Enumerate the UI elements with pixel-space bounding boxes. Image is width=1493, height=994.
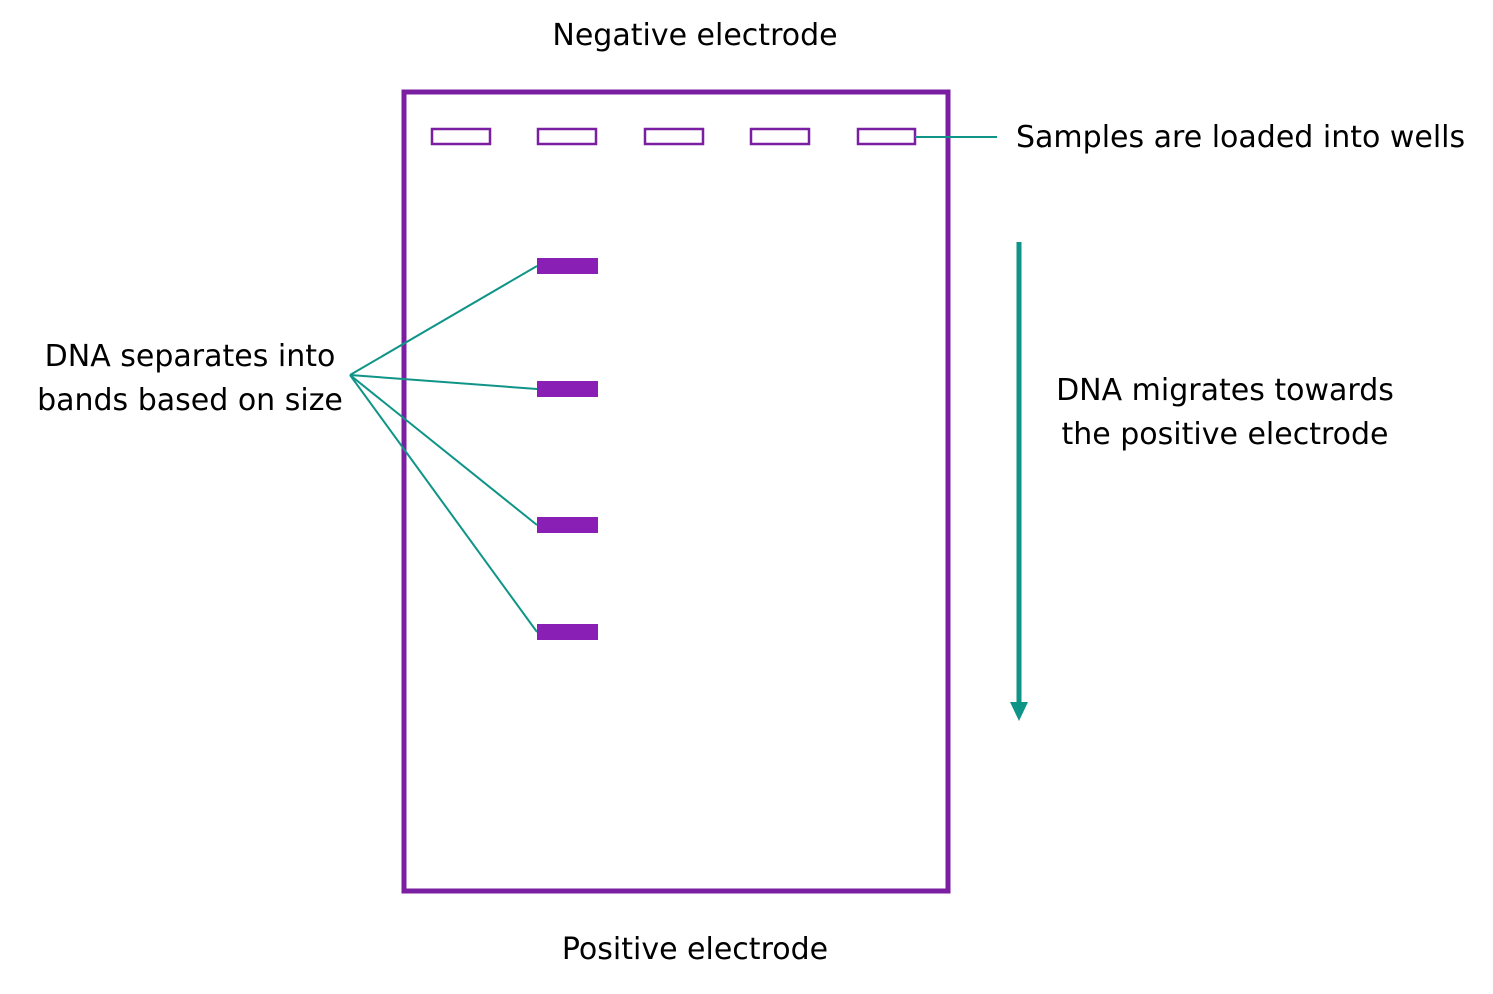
- well-2: [536, 127, 598, 146]
- band-leader-line-1: [349, 265, 538, 376]
- arrow-down-icon: [1010, 702, 1028, 721]
- bands-leader-lines: [349, 265, 538, 633]
- well-4: [749, 127, 811, 146]
- band-leader-line-2: [349, 374, 538, 390]
- dna-band-2: [537, 381, 598, 397]
- bands-label-line-2: bands based on size: [37, 383, 343, 418]
- well-3: [643, 127, 705, 146]
- dna-bands: [537, 258, 598, 640]
- gel-outline: [401, 89, 951, 894]
- dna-band-4: [537, 624, 598, 640]
- wells: [430, 127, 917, 146]
- migration-label: DNA migrates towards the positive electr…: [1040, 369, 1410, 457]
- well-1: [430, 127, 492, 146]
- dna-band-1: [537, 258, 598, 274]
- migration-arrow: [1010, 242, 1028, 721]
- bands-label: DNA separates into bands based on size: [20, 335, 360, 423]
- migration-label-line-1: DNA migrates towards: [1056, 373, 1394, 408]
- band-leader-line-3: [349, 374, 538, 526]
- wells-label: Samples are loaded into wells: [1016, 120, 1466, 155]
- dna-band-3: [537, 517, 598, 533]
- positive-electrode-label: Positive electrode: [561, 932, 829, 967]
- band-leader-line-4: [349, 374, 538, 633]
- negative-electrode-label: Negative electrode: [552, 18, 838, 53]
- bands-label-line-1: DNA separates into: [44, 339, 336, 374]
- migration-label-line-2: the positive electrode: [1061, 417, 1389, 452]
- well-5: [856, 127, 917, 146]
